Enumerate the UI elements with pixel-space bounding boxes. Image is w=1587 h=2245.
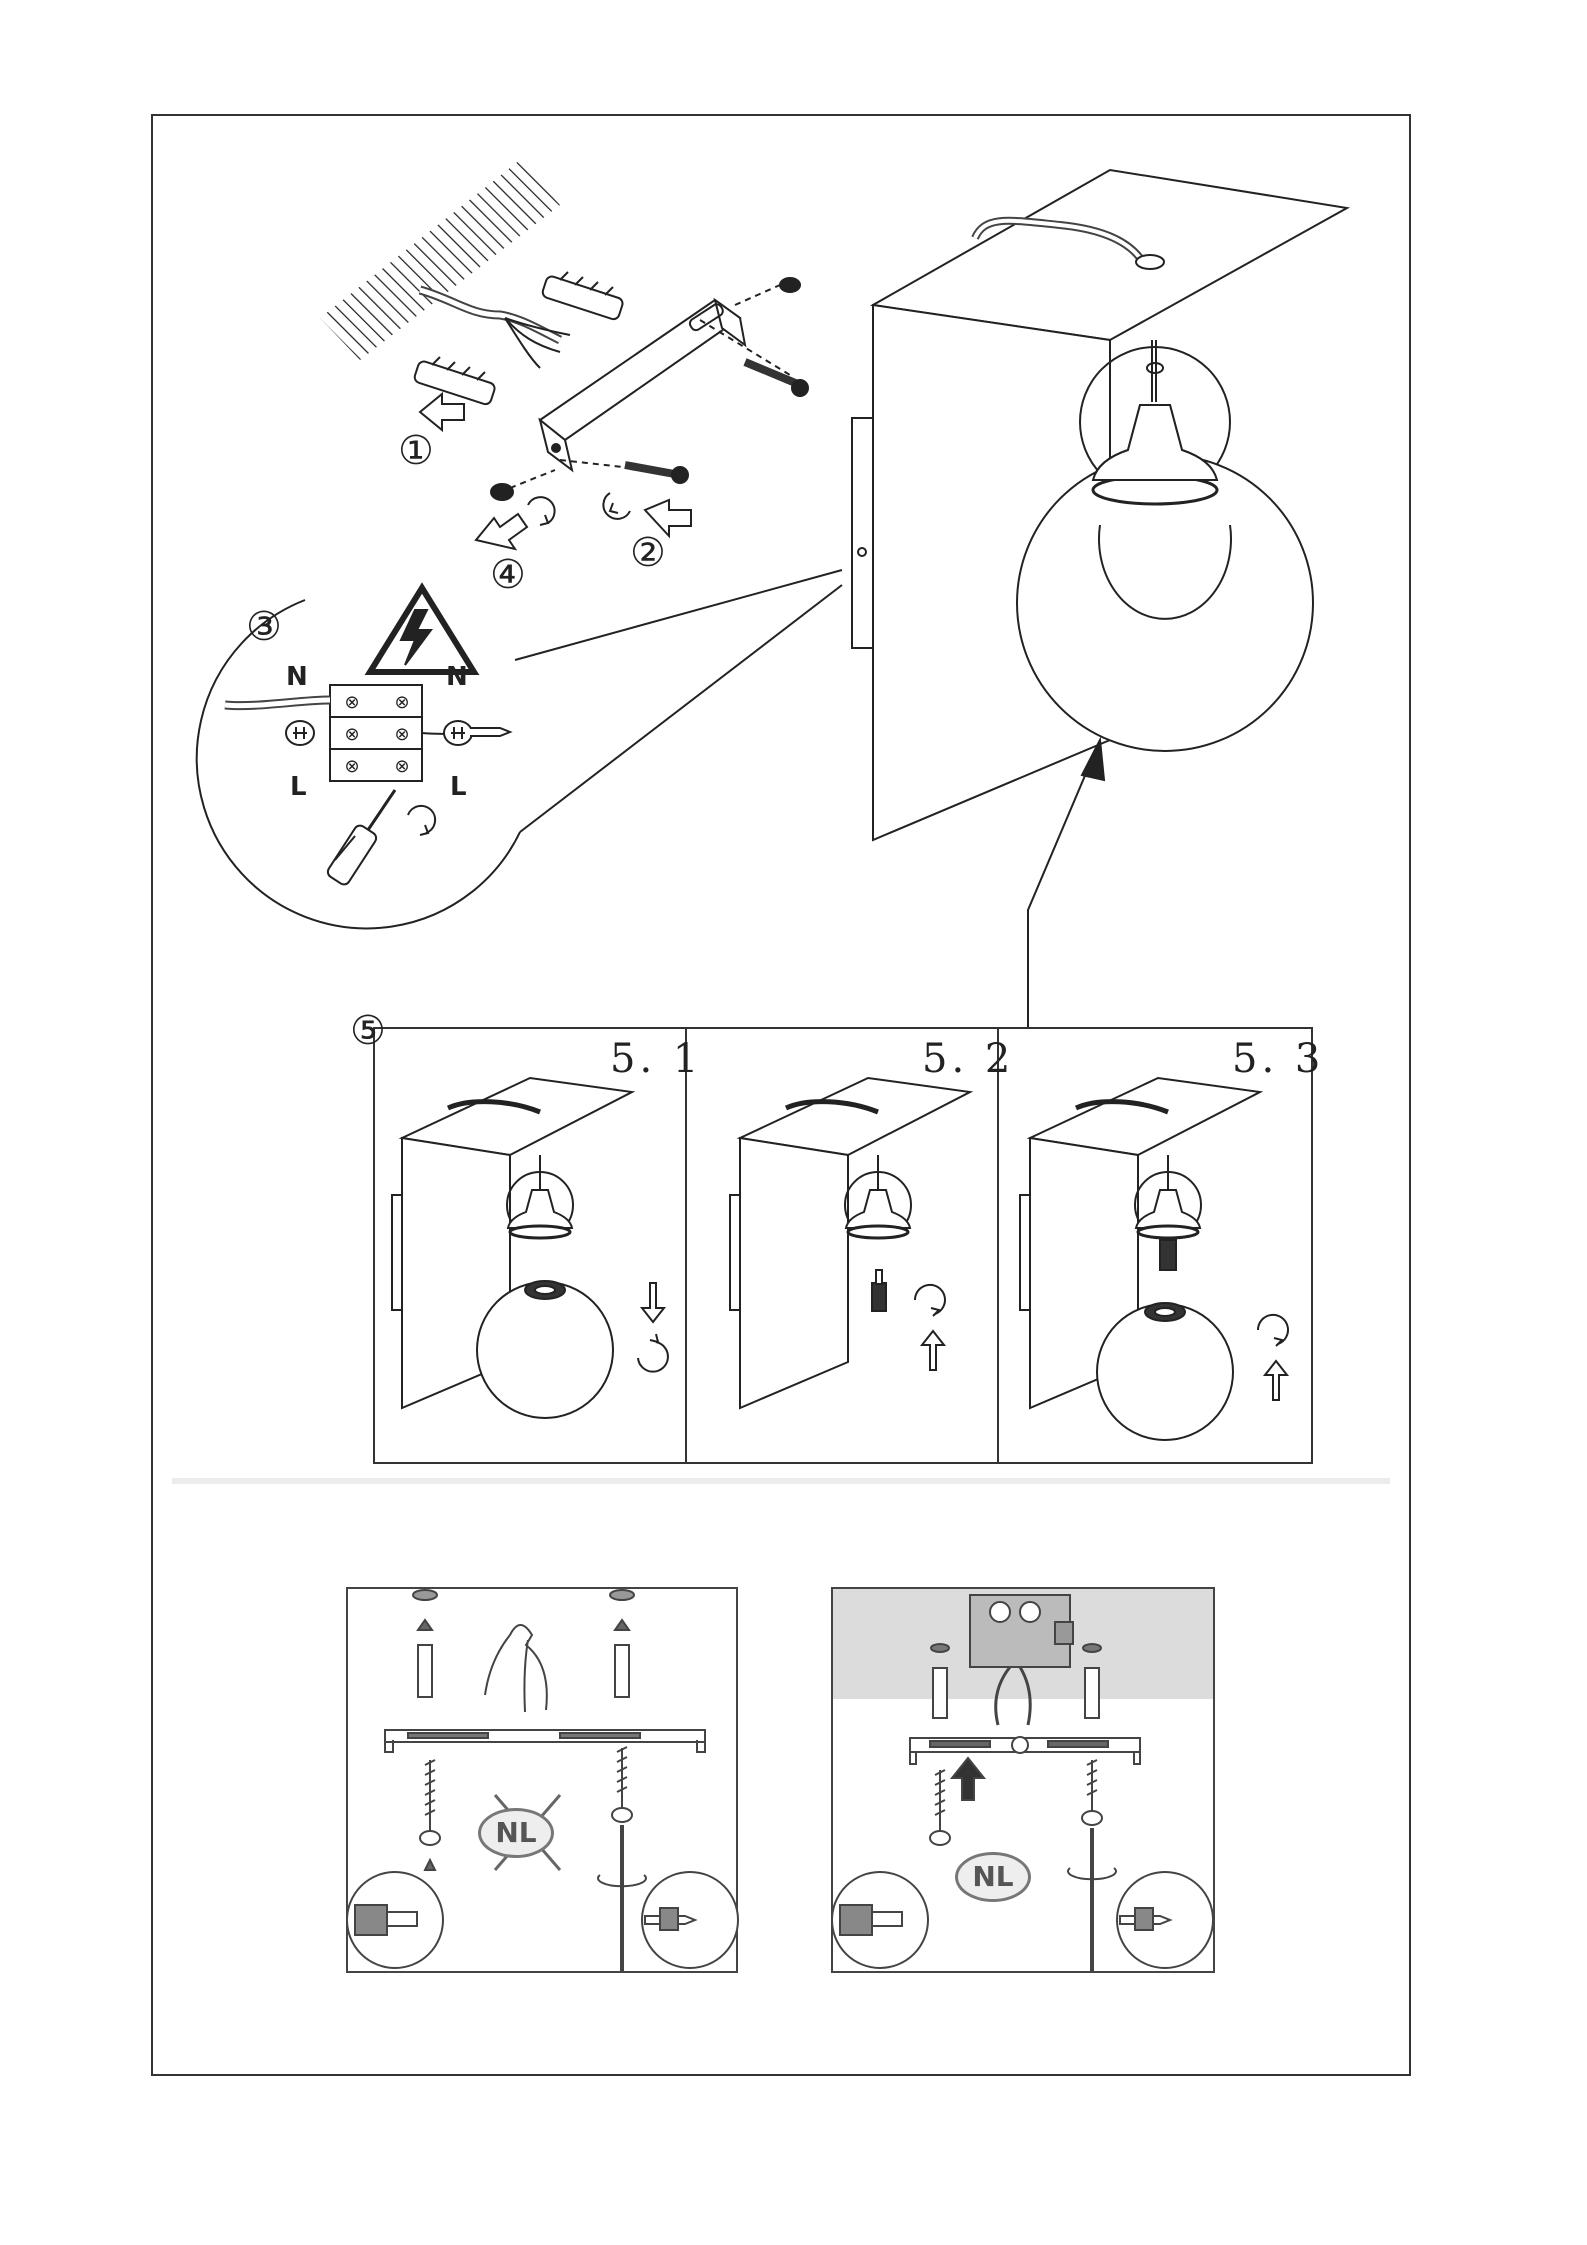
mini-fixture-5-1 (392, 1078, 668, 1418)
screw-d (491, 470, 555, 500)
substep-5-2-label: 5. 2 (922, 1036, 1014, 1082)
ceiling-mount-panel-right (832, 1588, 1214, 1972)
wire-live-right: L (450, 772, 467, 802)
arrow-step4 (476, 514, 527, 549)
svg-text:⊗: ⊗ (344, 724, 359, 745)
nl-badge-right: NL (955, 1852, 1031, 1902)
substep-5-3-label: 5. 3 (1232, 1036, 1324, 1082)
wire-live-left: L (290, 772, 307, 802)
step-4-label: ④ (490, 552, 526, 598)
step-3-label: ③ (246, 604, 282, 650)
screw-b (560, 460, 688, 483)
wiring-detail: ⊗ ⊗ ⊗ ⊗ ⊗ ⊗ (197, 570, 842, 928)
svg-text:⊗: ⊗ (344, 756, 359, 777)
ceiling-mount-panel-left (347, 1588, 738, 1972)
rotate-arrow-icon (603, 493, 630, 519)
wall-bracket-edge (852, 418, 873, 648)
section-divider (172, 1478, 1390, 1484)
mini-fixture-5-3 (1020, 1078, 1288, 1440)
rotate-arrow-icon (408, 806, 435, 835)
terminal-block: ⊗ ⊗ ⊗ ⊗ ⊗ ⊗ (330, 685, 422, 781)
wall-plug-bottom (413, 357, 496, 406)
arrow-step1 (420, 394, 464, 430)
svg-text:⊗: ⊗ (394, 692, 409, 713)
mounting-bracket (540, 300, 745, 470)
nl-badge-left: NL (478, 1808, 554, 1858)
svg-text:⊗: ⊗ (394, 724, 409, 745)
wall-plug-top (541, 272, 624, 321)
step-5-label: ⑤ (350, 1008, 386, 1054)
screwdriver-icon (326, 790, 395, 887)
step-1-label: ① (398, 428, 434, 474)
wall-mount-diagram (320, 160, 808, 549)
svg-text:⊗: ⊗ (344, 692, 359, 713)
step5-pointer-arrow (1028, 740, 1104, 1028)
wall-hatch (320, 160, 560, 360)
substep-5-1-label: 5. 1 (610, 1036, 702, 1082)
wire-neutral-right: N (446, 662, 468, 692)
step-2-label: ② (630, 530, 666, 576)
mini-fixture-5-2 (730, 1078, 970, 1408)
high-voltage-warning-icon (370, 588, 474, 672)
rotate-arrow-icon (528, 497, 555, 525)
screw-c (735, 278, 800, 305)
svg-text:⊗: ⊗ (394, 756, 409, 777)
wire-neutral-left: N (286, 662, 308, 692)
